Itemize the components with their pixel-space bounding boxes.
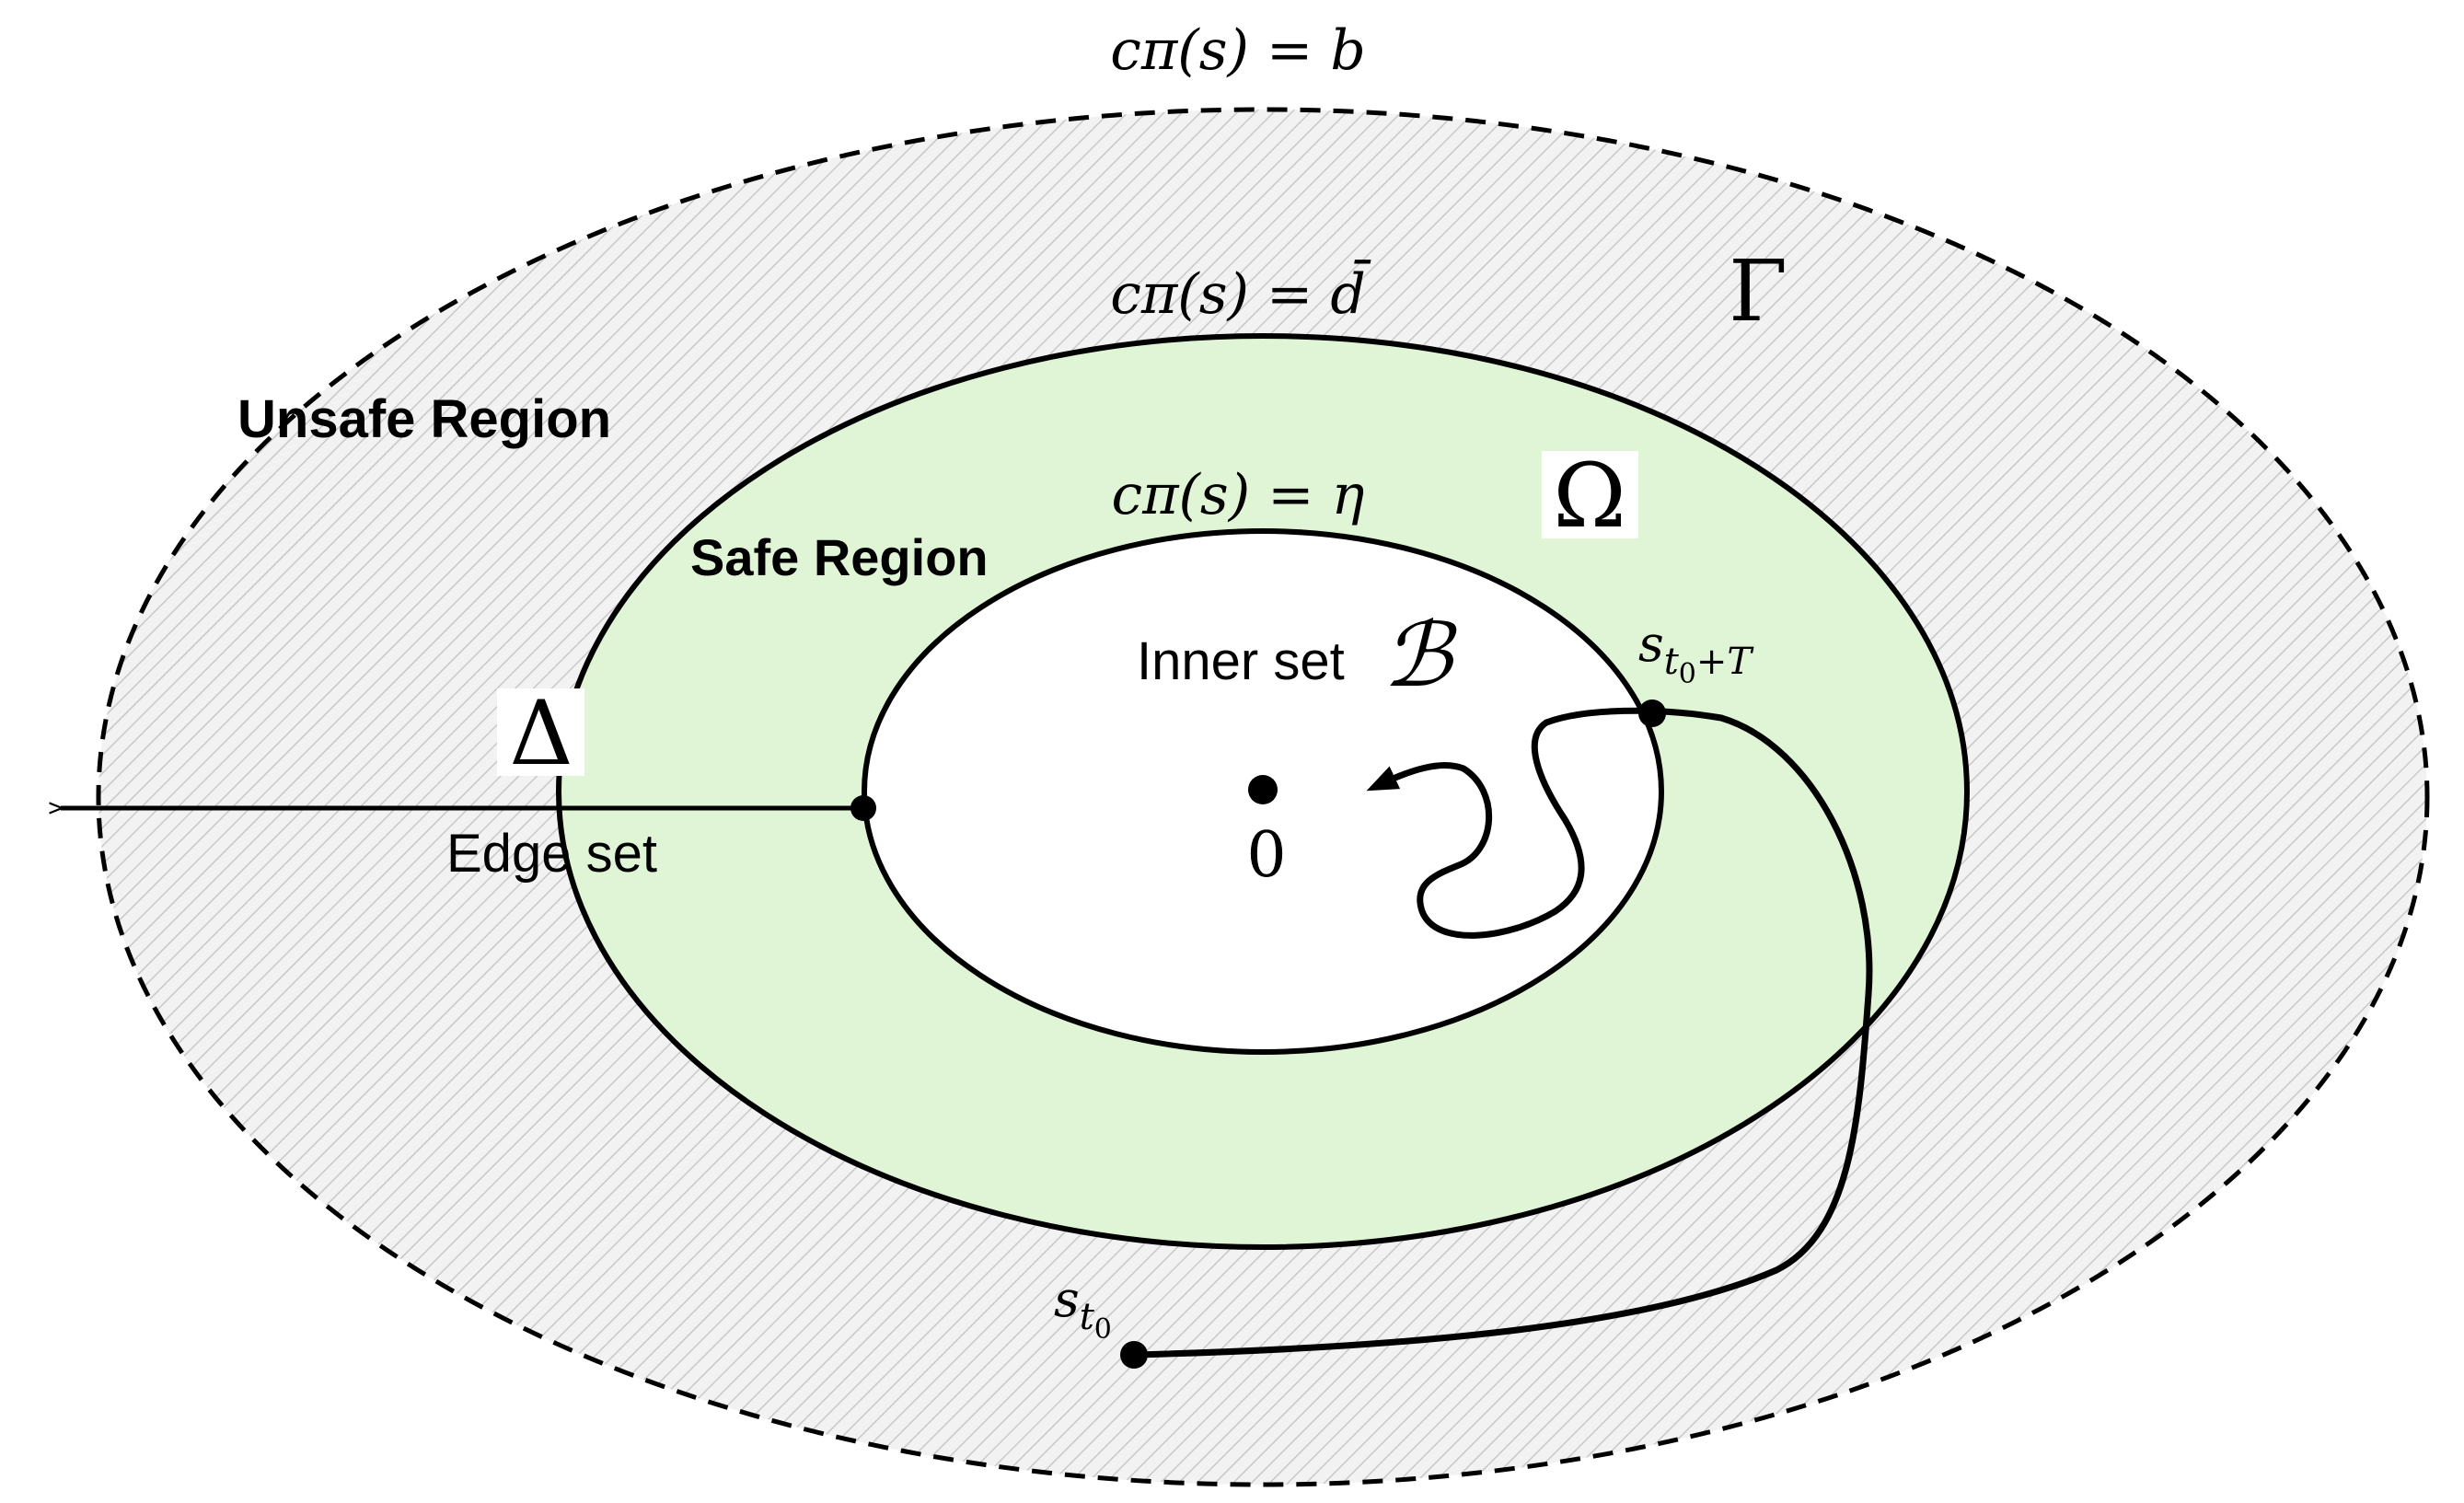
- middle-level-set-label: cπ(s) = d̄: [1110, 260, 1371, 327]
- origin-label: 0: [1246, 819, 1286, 892]
- omega-symbol: Ω: [1553, 445, 1626, 548]
- edge-set-point: [850, 795, 876, 821]
- edge-set-label: Edge set: [446, 824, 657, 884]
- safe-region-label: Safe Region: [690, 528, 989, 586]
- beta-symbol: ℬ: [1382, 604, 1458, 707]
- outer-level-set-label: cπ(s) = b: [1110, 18, 1365, 83]
- delta-symbol: Δ: [509, 682, 573, 785]
- end-state-label: st0+T: [1638, 615, 1754, 690]
- trajectory-end-point: [1638, 699, 1666, 727]
- origin-point: [1248, 775, 1278, 804]
- gamma-symbol: Γ: [1729, 242, 1787, 341]
- inner-set-label: Inner set: [1137, 631, 1345, 691]
- start-state-label: st0: [1054, 1270, 1112, 1346]
- state-trajectory: [1130, 707, 1873, 1358]
- unsafe-region-label: Unsafe Region: [237, 389, 611, 449]
- inner-level-set-label: cπ(s) = η: [1111, 463, 1364, 527]
- trajectory-start-point: [1120, 1341, 1148, 1369]
